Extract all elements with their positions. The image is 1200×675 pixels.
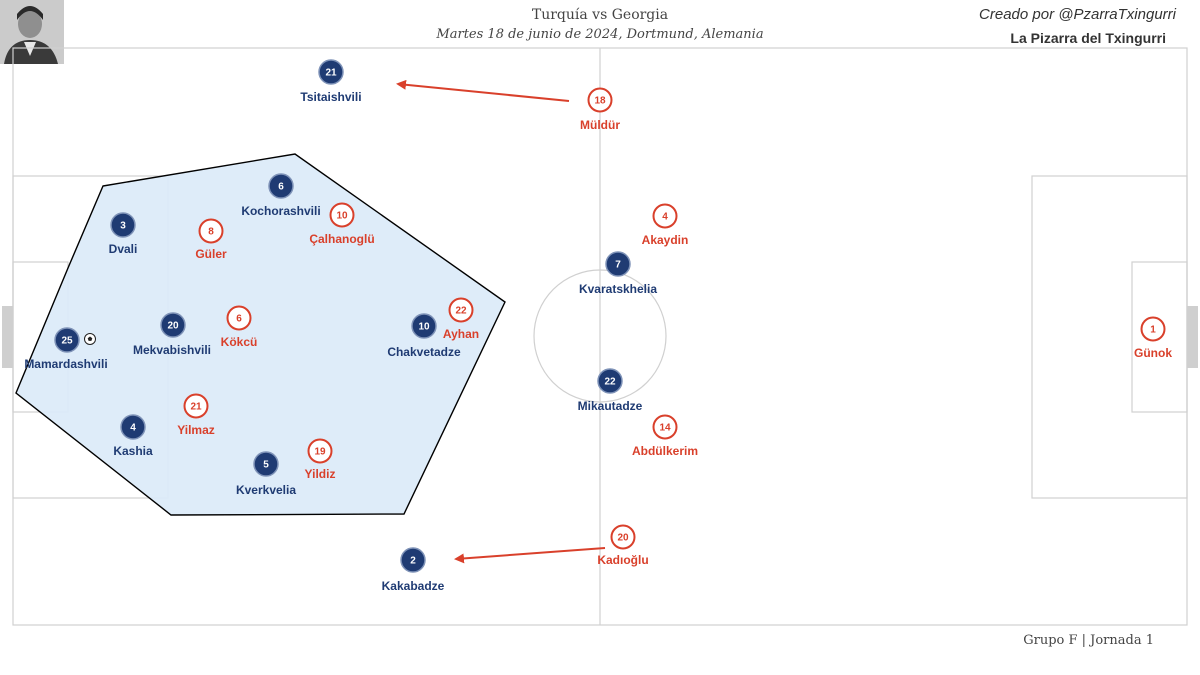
player-number: 4 xyxy=(130,423,136,434)
georgia-player: 7 Kvaratskhelia xyxy=(579,252,657,296)
turkey-player: 14 Abdülkerim xyxy=(632,416,698,459)
footer-group-info: Grupo F | Jornada 1 xyxy=(1023,633,1154,648)
player-number: 19 xyxy=(314,447,326,458)
player-number: 14 xyxy=(659,423,671,434)
player-number: 10 xyxy=(336,211,348,222)
player-name: Çalhanoglü xyxy=(309,232,374,246)
player-number: 21 xyxy=(190,402,202,413)
georgia-player: 21 Tsitaishvili xyxy=(300,60,361,104)
player-number: 10 xyxy=(418,322,430,333)
credit-name: La Pizarra del Txingurri xyxy=(1010,30,1166,46)
turkey-player: 4 Akaydin xyxy=(642,205,689,248)
player-name: Mekvabishvili xyxy=(133,343,211,357)
player-number: 6 xyxy=(278,182,284,193)
player-number: 7 xyxy=(615,260,621,271)
player-name: Güler xyxy=(195,247,227,261)
credit-handle: Creado por @PzarraTxingurri xyxy=(979,6,1176,23)
player-name: Kashia xyxy=(113,444,153,458)
player-number: 5 xyxy=(263,460,269,471)
player-number: 1 xyxy=(1150,325,1156,336)
georgia-player: 2 Kakabadze xyxy=(382,548,445,593)
player-number: 6 xyxy=(236,314,242,325)
player-name: Tsitaishvili xyxy=(300,90,361,104)
player-name: Akaydin xyxy=(642,233,689,247)
player-number: 3 xyxy=(120,221,126,232)
player-name: Müldür xyxy=(580,118,620,132)
player-name: Ayhan xyxy=(443,327,479,341)
player-name: Dvali xyxy=(109,242,138,256)
player-name: Yilmaz xyxy=(177,423,215,437)
player-name: Mamardashvili xyxy=(24,357,107,371)
player-number: 4 xyxy=(662,212,668,223)
player-number: 2 xyxy=(410,556,416,567)
player-name: Kvaratskhelia xyxy=(579,282,657,296)
player-number: 18 xyxy=(594,96,606,107)
muldur-run-arrow xyxy=(398,84,569,101)
player-number: 21 xyxy=(325,68,337,79)
right-goal xyxy=(1187,306,1198,368)
player-number: 20 xyxy=(167,321,179,332)
player-number: 8 xyxy=(208,227,214,238)
player-name: Abdülkerim xyxy=(632,444,698,458)
player-number: 22 xyxy=(604,377,616,388)
right-penalty-area xyxy=(1032,176,1187,498)
player-name: Yildiz xyxy=(305,467,336,481)
georgia-player: 22 Mikautadze xyxy=(578,369,643,413)
player-number: 22 xyxy=(455,306,467,317)
player-number: 25 xyxy=(61,336,73,347)
left-goal xyxy=(2,306,13,368)
soccer-ball-icon xyxy=(85,334,96,345)
player-name: Günok xyxy=(1134,346,1172,360)
player-name: Kakabadze xyxy=(382,579,445,593)
player-name: Kochorashvili xyxy=(241,204,320,218)
player-name: Mikautadze xyxy=(578,399,643,413)
player-name: Kadıoğlu xyxy=(597,553,648,567)
turkey-player: 18 Müldür xyxy=(580,89,620,133)
turkey-player: 1 Günok xyxy=(1134,318,1172,361)
player-name: Kverkvelia xyxy=(236,483,296,497)
turkey-player: 20 Kadıoğlu xyxy=(597,526,648,568)
player-number: 20 xyxy=(617,533,629,544)
kadioglu-run-arrow xyxy=(456,548,605,559)
player-name: Chakvetadze xyxy=(387,345,461,359)
player-name: Kökcü xyxy=(221,335,258,349)
